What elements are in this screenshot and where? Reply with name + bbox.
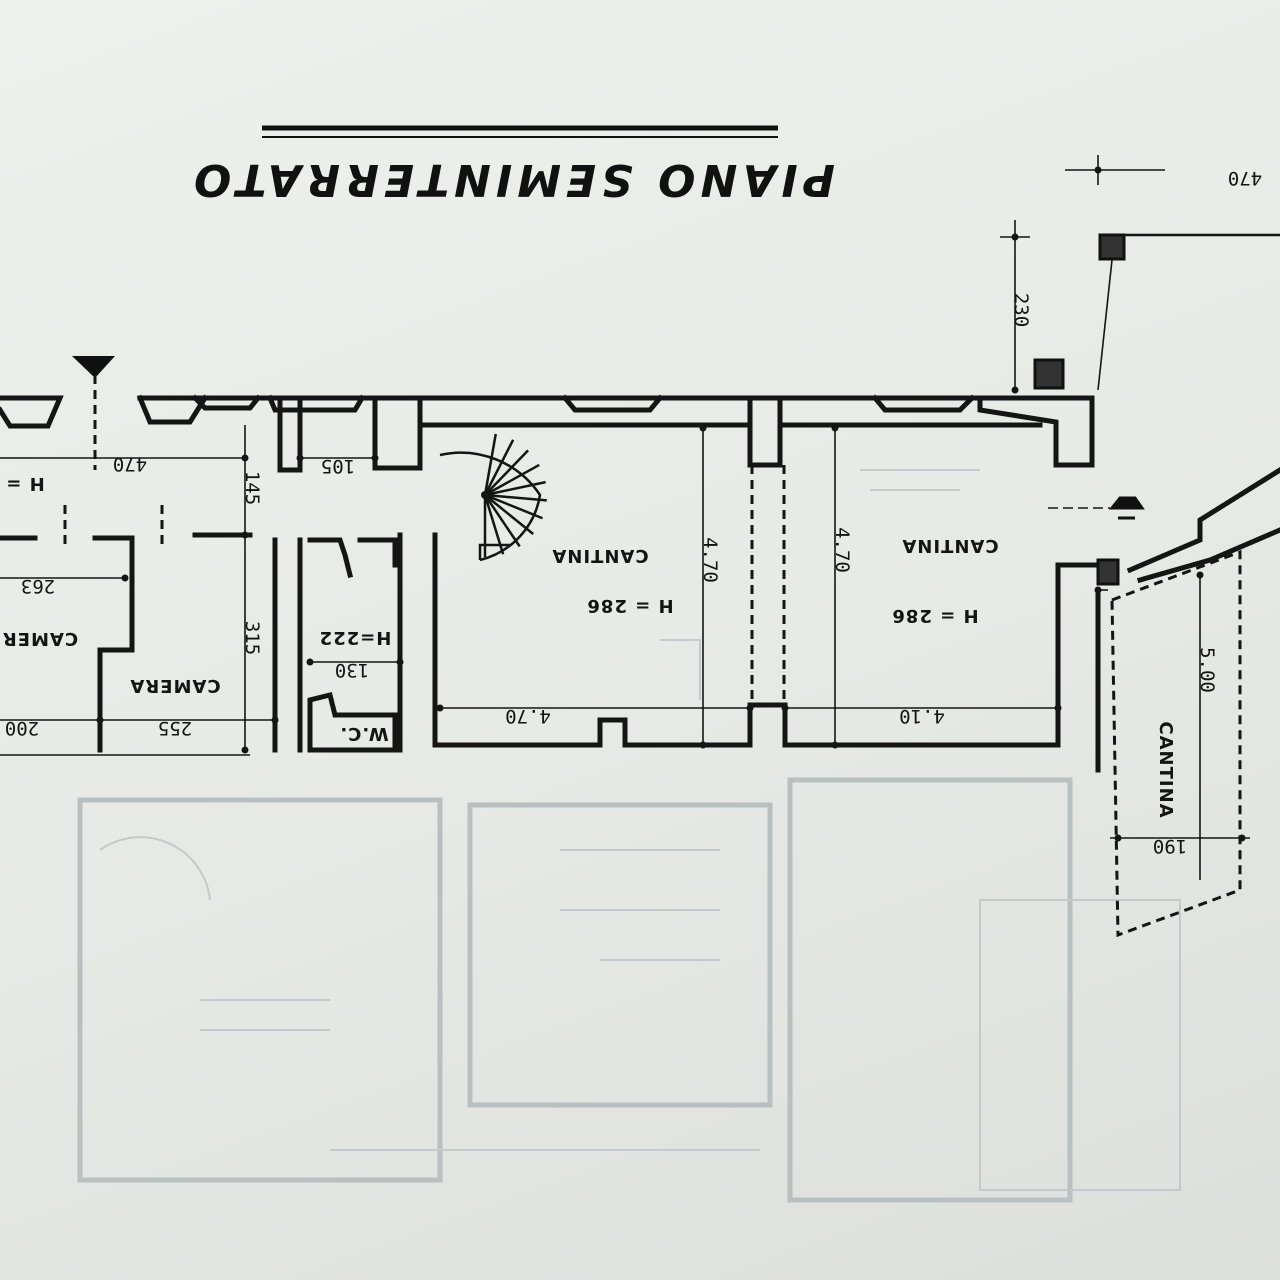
dimension-dot (396, 658, 404, 666)
stair-tread (483, 433, 497, 496)
dimension-dot (436, 704, 444, 712)
cantina-rooms-walls (357, 422, 1101, 753)
title-underline (262, 125, 778, 138)
room-label-cantina-3: CANTINA (1155, 721, 1176, 818)
stair-tread (483, 494, 521, 548)
dimension-dot (699, 424, 707, 432)
dim-315: 315 (241, 621, 263, 655)
dim-cantina1-depth: 4.70 (699, 537, 721, 583)
dimension-lines (0, 155, 1250, 880)
dimension-dot (271, 716, 279, 724)
stair-tread (484, 493, 547, 502)
dimension-dot (241, 531, 249, 539)
stair-tread (484, 493, 543, 520)
dim-cantina3-width: 190 (1153, 835, 1187, 857)
dimension-dot (121, 574, 129, 582)
room-label-camera: CAMERA (129, 675, 220, 696)
dimension-dot (1094, 586, 1102, 594)
dimension-dot (1011, 386, 1019, 394)
dim-145: 145 (241, 471, 263, 505)
dimension-dot (241, 454, 249, 462)
height-label-cantina-2: H = 286 (891, 605, 978, 626)
dimension-dot (746, 704, 754, 712)
dimension-dot (96, 716, 104, 724)
room-label-wc: W.C. (339, 723, 388, 744)
dim-cantina1-width: 4.70 (505, 705, 551, 727)
dimension-dot (1054, 704, 1062, 712)
dimension-dot (1114, 834, 1122, 842)
room-label-cantina-1: CANTINA (551, 545, 648, 566)
dim-cantina3-depth: 5.00 (1196, 647, 1218, 693)
column-markers (1033, 233, 1280, 586)
dimension-dot (241, 746, 249, 754)
stair-tread (484, 494, 534, 535)
labels: 470 230 470 105 145 315 263 255 200 130 … (2, 167, 1262, 857)
room-label-camera-partial: CAMER (2, 628, 78, 649)
dim-130: 130 (335, 659, 369, 681)
dimension-dot (1196, 571, 1204, 579)
dimension-dots (96, 166, 1246, 842)
dim-263: 263 (21, 575, 55, 597)
height-label-cantina-1: H = 286 (586, 595, 673, 616)
room-label-cantina-2: CANTINA (901, 535, 998, 556)
dim-front-470: 470 (113, 453, 147, 475)
right-annex-walls (1048, 467, 1280, 938)
dimension-dot (306, 658, 314, 666)
show-through-ghost-plan (77, 469, 1181, 1203)
dimension-dot (1238, 834, 1246, 842)
dimension-dot (781, 704, 789, 712)
stair-tread (484, 463, 540, 497)
stair-tread (483, 494, 505, 555)
dimension-dot (699, 741, 707, 749)
section-marker (63, 356, 164, 545)
stair-tread (484, 480, 546, 497)
dim-top-right: 470 (1228, 167, 1262, 189)
dim-cantina2-depth: 4.70 (831, 527, 853, 573)
dimension-dot (831, 741, 839, 749)
height-label-left-partial: H = (5, 473, 44, 494)
dim-255: 255 (158, 717, 192, 739)
dim-230: 230 (1010, 293, 1032, 327)
main-exterior-wall (0, 394, 1095, 473)
dim-105: 105 (321, 455, 355, 477)
dimension-dot (831, 424, 839, 432)
plan-title: PIANO SEMINTERRATO (189, 154, 835, 205)
dimension-dot (371, 454, 379, 462)
left-wing-walls (0, 532, 398, 756)
dimension-dot (1011, 233, 1019, 241)
stair-tread (484, 449, 529, 496)
spiral-staircase (439, 433, 547, 562)
dimension-dot (296, 454, 304, 462)
stair-tread (483, 439, 515, 496)
dim-cantina2-width: 4.10 (899, 705, 945, 727)
dim-200: 200 (5, 717, 39, 739)
height-label-wc: H=222 (319, 627, 392, 648)
dimension-dot (1094, 166, 1102, 174)
